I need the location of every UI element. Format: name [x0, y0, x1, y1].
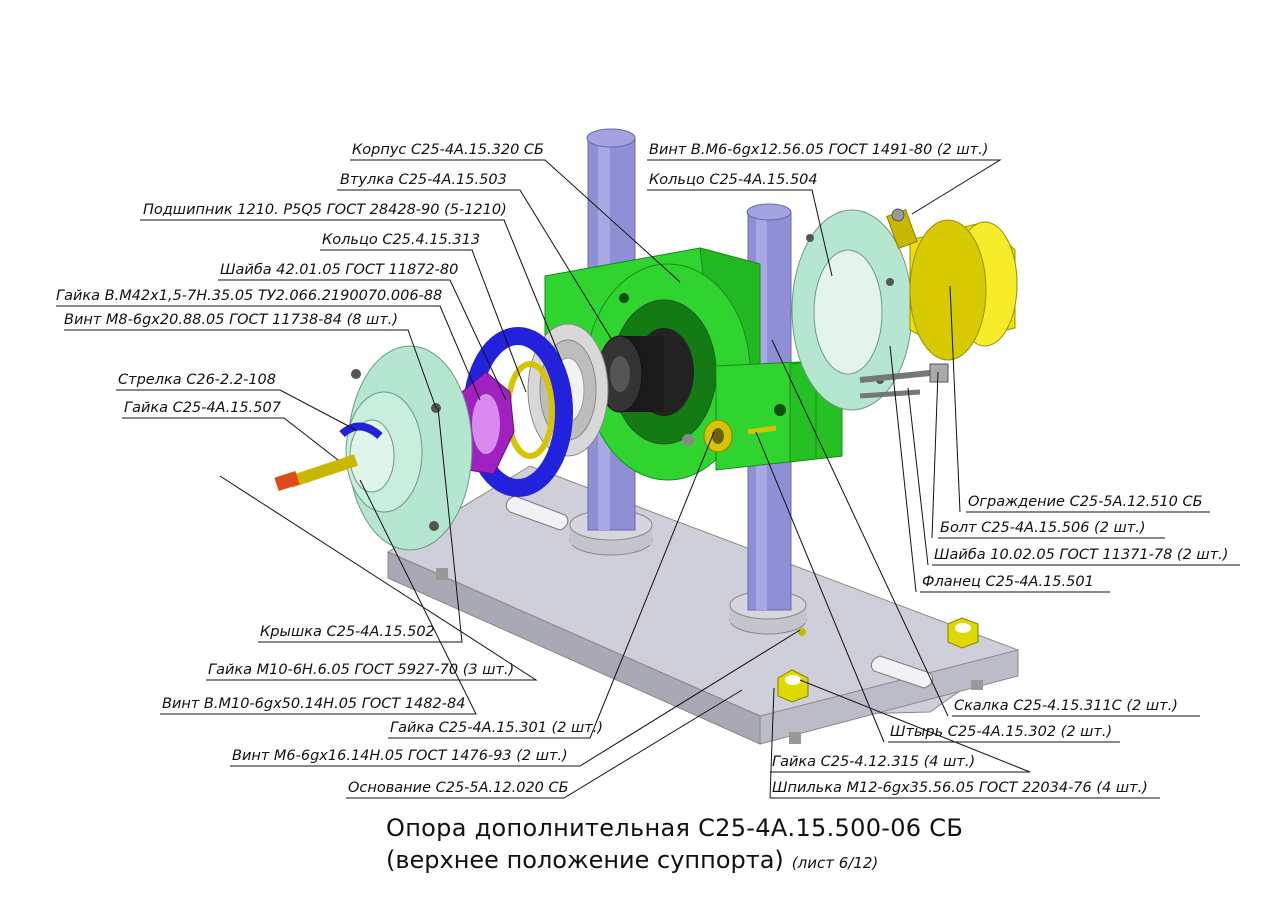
label-vint2: Винт В.М6-6gх12.56.05 ГОСТ 1491-80 (2 шт… — [649, 142, 989, 158]
leader-lines — [56, 159, 1240, 799]
label-flanets: Фланец С25-4А.15.501 — [922, 574, 1094, 590]
subtitle-text: (верхнее положение суппорта) — [386, 846, 784, 874]
cover — [345, 345, 473, 551]
label-gaika3: Гайка С25-4.12.315 (4 шт.) — [772, 754, 976, 770]
drawing-subtitle: (верхнее положение суппорта) (лист 6/12) — [386, 846, 878, 874]
label-gaika2: Гайка С25-4А.15.507 — [124, 400, 281, 416]
bushing — [597, 328, 694, 416]
base-nuts — [777, 617, 979, 703]
label-gaika5: Гайка С25-4А.15.301 (2 шт.) — [390, 720, 604, 736]
label-gaika4: Гайка М10-6Н.6.05 ГОСТ 5927-70 (3 шт.) — [208, 662, 515, 678]
label-ograzhdenie: Ограждение С25-5А.12.510 СБ — [968, 494, 1203, 510]
label-podshipnik: Подшипник 1210. Р5Q5 ГОСТ 28428-90 (5-12… — [143, 202, 507, 218]
label-shaiba2: Шайба 10.02.05 ГОСТ 11371-78 (2 шт.) — [934, 547, 1229, 563]
label-strelka: Стрелка С26-2.2-108 — [118, 372, 276, 388]
label-shaiba1: Шайба 42.01.05 ГОСТ 11872-80 — [220, 262, 459, 278]
label-osnovanie: Основание С25-5А.12.020 СБ — [348, 780, 569, 796]
label-vint4: Винт М6-6gх16.14Н.05 ГОСТ 1476-93 (2 шт.… — [232, 748, 568, 764]
arrow-pointer — [339, 422, 383, 440]
long-bolts — [859, 363, 949, 399]
label-vint3: Винт В.М10-6gх50.14Н.05 ГОСТ 1482-84 — [162, 696, 466, 712]
label-koltso1: Кольцо С25.4.15.313 — [322, 232, 481, 248]
label-vtulka: Втулка С25-4А.15.503 — [340, 172, 507, 188]
label-kryshka: Крышка С25-4А.15.502 — [260, 624, 435, 640]
guard — [886, 208, 1018, 361]
label-vint1: Винт М8-6gх20.88.05 ГОСТ 11738-84 (8 шт.… — [64, 312, 399, 328]
label-skalka: Скалка С25-4.15.311С (2 шт.) — [954, 698, 1178, 714]
screw-with-tip — [274, 454, 358, 492]
small-brass-nut — [682, 419, 777, 453]
drawing-title: Опора дополнительная С25-4А.15.500-06 СБ — [386, 814, 964, 842]
label-shtyr: Штырь С25-4А.15.302 (2 шт.) — [890, 724, 1113, 740]
sheet-number: (лист 6/12) — [791, 854, 879, 872]
label-korpus: Корпус С25-4А.15.320 СБ — [352, 142, 544, 158]
label-bolt: Болт С25-4А.15.506 (2 шт.) — [940, 520, 1146, 536]
flange — [791, 209, 913, 411]
base-plate — [386, 465, 1020, 745]
label-shpilka: Шпилька М12-6gх35.56.05 ГОСТ 22034-76 (4… — [772, 780, 1148, 796]
label-gaika1: Гайка В.М42х1,5-7Н.35.05 ТУ2.066.2190070… — [56, 288, 443, 304]
label-koltso2: Кольцо С25-4А.15.504 — [649, 172, 818, 188]
